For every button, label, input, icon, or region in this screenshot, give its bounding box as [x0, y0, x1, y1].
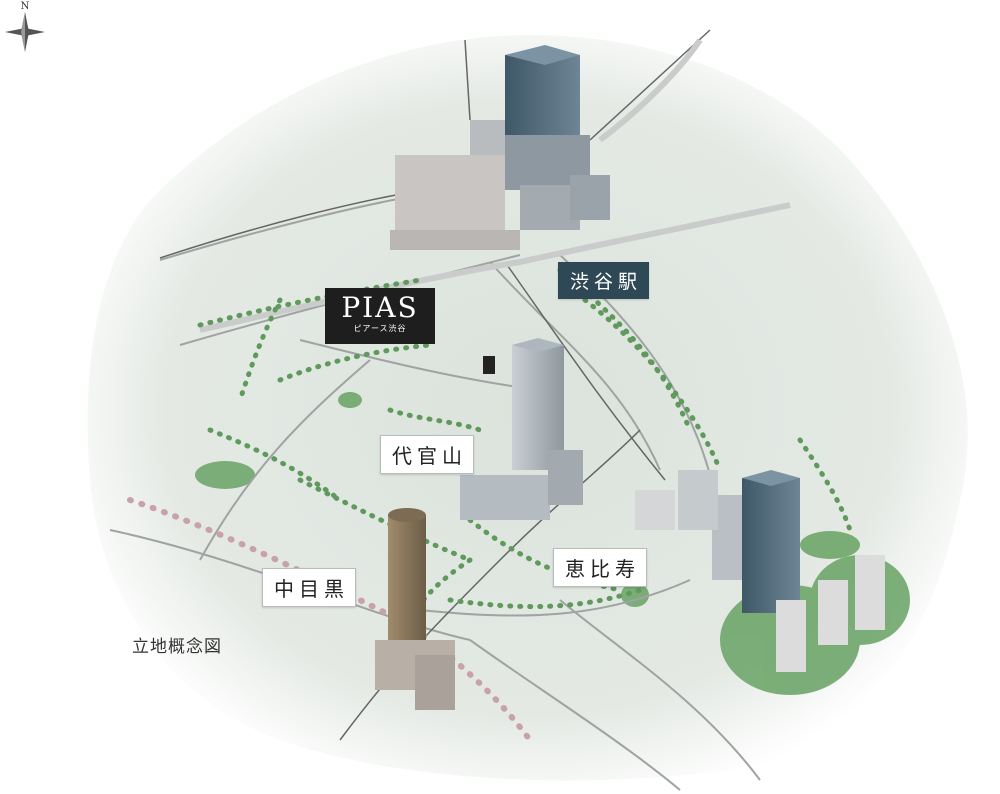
daikanyama-buildings: [460, 338, 583, 520]
daikanyama-label: 代官山: [380, 435, 474, 474]
ebisu-label: 恵比寿: [553, 548, 647, 587]
railway: [199, 38, 791, 333]
pias-site-marker: [483, 356, 495, 374]
river: [127, 497, 533, 743]
nakameguro-buildings: [375, 508, 455, 710]
shibuya-buildings: [390, 45, 610, 250]
major-roads: [159, 29, 711, 741]
pias-subname: ピアース渋谷: [353, 324, 407, 333]
nakameguro-label: 中目黒: [262, 568, 356, 607]
compass-north-label: N: [21, 1, 30, 12]
shibuya-station-label: 渋谷駅: [558, 262, 650, 299]
pias-name: PIAS: [341, 291, 419, 324]
map-caption: 立地概念図: [132, 637, 222, 657]
compass-icon: N: [5, 1, 45, 52]
pias-label: PIAS ピアース渋谷: [325, 288, 435, 344]
ebisu-buildings: [635, 470, 885, 672]
